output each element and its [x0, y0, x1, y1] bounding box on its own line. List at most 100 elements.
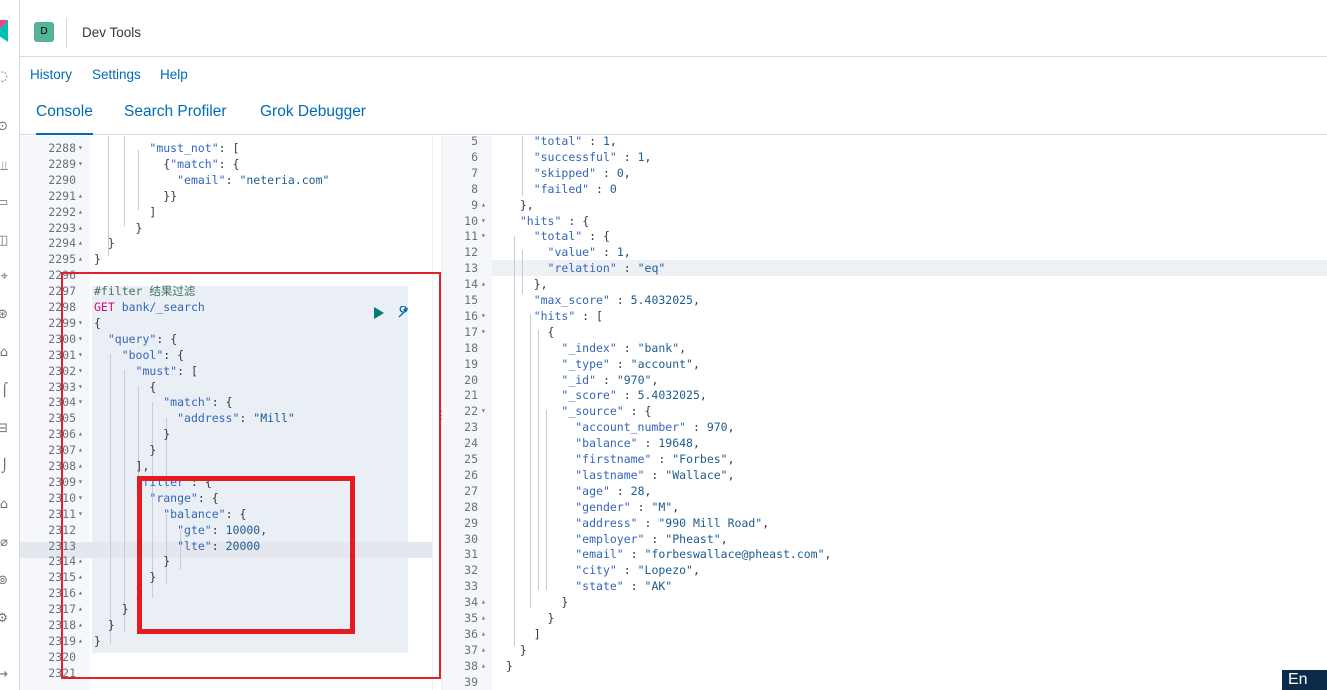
response-line[interactable]: 10▾ "hits" : {	[442, 213, 1327, 229]
response-line[interactable]: 37▴ }	[442, 642, 1327, 658]
response-line[interactable]: 25 "firstname" : "Forbes",	[442, 451, 1327, 467]
response-line[interactable]: 6 "successful" : 1,	[442, 149, 1327, 165]
fold-close-icon[interactable]: ▴	[78, 429, 83, 439]
request-line[interactable]: 2291▴ }}	[20, 188, 432, 204]
request-line[interactable]: 2292▴ ]	[20, 204, 432, 220]
compass-icon[interactable]: ⊙	[0, 119, 8, 134]
menu-settings[interactable]: Settings	[92, 67, 141, 82]
response-line[interactable]: 9▴ },	[442, 197, 1327, 213]
fold-close-icon[interactable]: ▴	[78, 254, 83, 264]
fold-close-icon[interactable]: ▴	[78, 190, 83, 200]
response-line[interactable]: 34▴ }	[442, 594, 1327, 610]
canvas-icon[interactable]: ◫	[0, 233, 9, 248]
response-line[interactable]: 7 "skipped" : 0,	[442, 165, 1327, 181]
response-line[interactable]: 16▾ "hits" : [	[442, 308, 1327, 324]
fold-open-icon[interactable]: ▾	[481, 326, 486, 336]
fold-close-icon[interactable]: ▴	[481, 199, 486, 209]
response-line[interactable]: 14▴ },	[442, 276, 1327, 292]
request-line[interactable]: 2293▴ }	[20, 220, 432, 236]
fold-close-icon[interactable]: ▴	[78, 572, 83, 582]
visualize-icon[interactable]: ⫫	[0, 159, 8, 174]
fold-close-icon[interactable]: ▴	[481, 613, 486, 622]
wrench-icon[interactable]	[396, 306, 410, 320]
fold-close-icon[interactable]: ▴	[78, 206, 83, 216]
fold-open-icon[interactable]: ▾	[78, 365, 83, 375]
response-line[interactable]: 33 "state" : "AK"	[442, 578, 1327, 594]
fold-close-icon[interactable]: ▴	[78, 556, 83, 566]
fold-close-icon[interactable]: ▴	[78, 445, 83, 455]
fold-open-icon[interactable]: ▾	[481, 310, 486, 320]
fold-open-icon[interactable]: ▾	[481, 231, 486, 241]
fold-open-icon[interactable]: ▾	[78, 508, 83, 518]
tab-search-profiler[interactable]: Search Profiler	[124, 103, 227, 120]
management-icon[interactable]: ⚙	[0, 611, 8, 626]
collapse-icon[interactable]: →	[0, 667, 8, 682]
response-line[interactable]: 15 "max_score" : 5.4032025,	[442, 292, 1327, 308]
request-line[interactable]: 2310▾ "range": {	[20, 490, 432, 506]
response-line[interactable]: 11▾ "total" : {	[442, 228, 1327, 244]
response-line[interactable]: 5 "total" : 1,	[442, 136, 1327, 149]
response-line[interactable]: 12 "value" : 1,	[442, 244, 1327, 260]
fold-open-icon[interactable]: ▾	[481, 406, 486, 416]
space-badge[interactable]: D	[34, 22, 54, 42]
response-line[interactable]: 31 "email" : "forbeswallace@pheast.com",	[442, 546, 1327, 562]
response-line[interactable]: 24 "balance" : 19648,	[442, 435, 1327, 451]
response-line[interactable]: 20 "_id" : "970",	[442, 372, 1327, 388]
menu-history[interactable]: History	[30, 67, 73, 82]
fold-close-icon[interactable]: ▴	[78, 461, 83, 470]
response-viewer[interactable]: 5 "total" : 1,6 "successful" : 1,7 "skip…	[442, 136, 1327, 690]
response-line[interactable]: 39	[442, 674, 1327, 690]
tab-grok-debugger[interactable]: Grok Debugger	[260, 103, 366, 120]
response-line[interactable]: 32 "city" : "Lopezo",	[442, 562, 1327, 578]
monitoring-icon[interactable]: ⊚	[0, 573, 8, 588]
response-line[interactable]: 8 "failed" : 0	[442, 181, 1327, 197]
fold-open-icon[interactable]: ▾	[78, 476, 83, 486]
ml-icon[interactable]: ⊛	[0, 307, 8, 322]
fold-open-icon[interactable]: ▾	[78, 317, 83, 327]
fold-close-icon[interactable]: ▴	[481, 597, 486, 607]
fold-close-icon[interactable]: ▴	[78, 620, 83, 629]
fold-open-icon[interactable]: ▾	[78, 381, 83, 391]
request-line[interactable]: 2294▴ }	[20, 235, 432, 251]
request-editor[interactable]: 2288▾ "must_not": [2289▾ {"match": {2290…	[20, 136, 432, 690]
fold-open-icon[interactable]: ▾	[78, 349, 83, 359]
fold-open-icon[interactable]: ▾	[78, 397, 83, 407]
request-line[interactable]: 2295▴}	[20, 251, 432, 267]
fold-open-icon[interactable]: ▾	[78, 158, 83, 168]
response-line[interactable]: 30 "employer" : "Pheast",	[442, 531, 1327, 547]
metrics-icon[interactable]: ⊟	[0, 421, 8, 436]
response-line[interactable]: 26 "lastname" : "Wallace",	[442, 467, 1327, 483]
response-line[interactable]: 21 "_score" : 5.4032025,	[442, 387, 1327, 403]
tab-console[interactable]: Console	[36, 103, 93, 135]
fold-open-icon[interactable]: ▾	[78, 333, 83, 343]
response-line[interactable]: 27 "age" : 28,	[442, 483, 1327, 499]
devtools-icon[interactable]: ⌀	[0, 535, 8, 550]
uptime-icon[interactable]: ⌡	[1, 459, 8, 474]
response-line[interactable]: 38▴}	[442, 658, 1327, 674]
kibana-logo[interactable]	[0, 20, 8, 42]
response-line[interactable]: 36▴ ]	[442, 626, 1327, 642]
fold-open-icon[interactable]: ▾	[78, 492, 83, 502]
fold-close-icon[interactable]: ▴	[481, 660, 486, 670]
response-line[interactable]: 29 "address" : "990 Mill Road",	[442, 515, 1327, 531]
fold-close-icon[interactable]: ▴	[78, 604, 83, 614]
siem-icon[interactable]: ⌂	[0, 497, 8, 512]
response-line[interactable]: 23 "account_number" : 970,	[442, 419, 1327, 435]
dashboard-icon[interactable]: ▭	[0, 195, 9, 210]
menu-help[interactable]: Help	[160, 67, 188, 82]
apm-icon[interactable]: ⌂	[0, 345, 8, 360]
fold-open-icon[interactable]: ▾	[481, 215, 486, 225]
fold-close-icon[interactable]: ▴	[78, 238, 83, 248]
logs-icon[interactable]: ⌠	[1, 383, 8, 398]
response-line[interactable]: 17▾ {	[442, 324, 1327, 340]
fold-close-icon[interactable]: ▴	[481, 279, 486, 289]
response-line[interactable]: 19 "_type" : "account",	[442, 356, 1327, 372]
response-line[interactable]: 35▴ }	[442, 610, 1327, 626]
fold-close-icon[interactable]: ▴	[78, 588, 83, 598]
send-request-icon[interactable]	[373, 306, 385, 320]
response-line[interactable]: 13 "relation" : "eq"	[442, 260, 1327, 276]
response-line[interactable]: 28 "gender" : "M",	[442, 499, 1327, 515]
fold-close-icon[interactable]: ▴	[481, 628, 486, 638]
maps-icon[interactable]: ⌖	[0, 269, 8, 284]
